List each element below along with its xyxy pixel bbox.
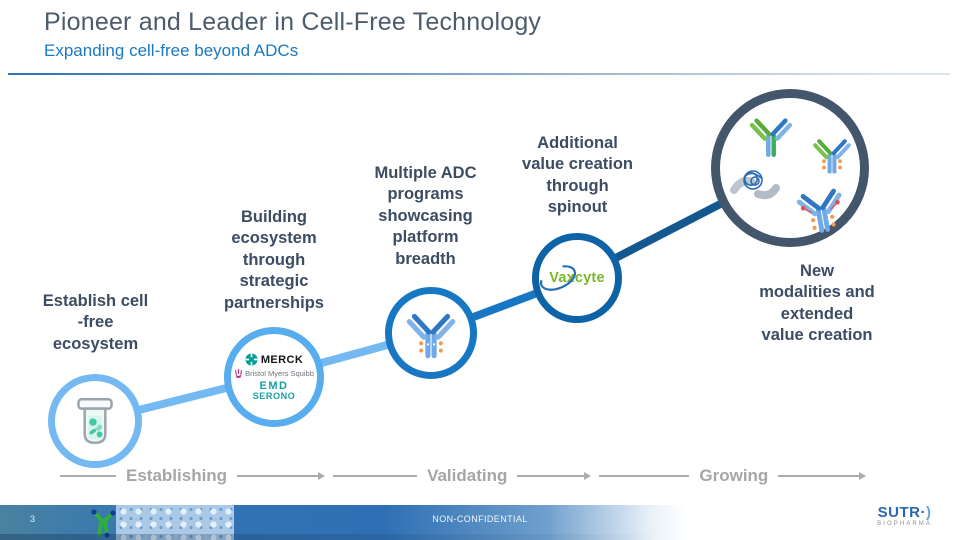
- stage-label-establishing: Establishing: [126, 466, 228, 485]
- stage-line: [60, 475, 116, 477]
- node-circle-new-modalities: [711, 89, 869, 247]
- emd-logo-line1: EMD: [259, 380, 289, 392]
- node-label-spinout: Additional value creation through spinou…: [522, 134, 633, 217]
- node-label-ecosystem: Establish cell -free ecosystem: [42, 292, 149, 353]
- beaker-icon: [77, 398, 113, 444]
- page-title: Pioneer and Leader in Cell-Free Technolo…: [44, 8, 542, 36]
- emd-logo-line2: SERONO: [252, 391, 296, 401]
- footer-bar: 3: [0, 505, 700, 540]
- antibody-payload-icon: [796, 188, 842, 233]
- node-circle-ecosystem: [48, 374, 142, 468]
- antibody-green-conjugate-icon: [813, 139, 851, 174]
- sutro-logo-paren: ): [925, 504, 932, 521]
- protein-icon: [730, 170, 780, 200]
- merck-icon: [245, 353, 258, 366]
- arrow-right-icon: [778, 472, 867, 480]
- bms-logo-text: Bristol Myers Squibb: [245, 369, 314, 378]
- emd-serono-logo: EMD SERONO: [253, 381, 296, 401]
- node-label-new-modalities: New modalities and extended value creati…: [759, 262, 875, 345]
- antibody-green-icon: [749, 118, 793, 158]
- vaxcyte-swoosh-icon: [539, 265, 577, 291]
- node-label-adc-programs: Multiple ADC programs showcasing platfor…: [374, 164, 477, 268]
- page-subtitle: Expanding cell-free beyond ADCs: [44, 41, 299, 60]
- bristol-myers-squibb-logo: Bristol Myers Squibb: [234, 368, 314, 379]
- page-number: 3: [30, 514, 36, 524]
- stage-label-growing: Growing: [699, 466, 769, 485]
- sutro-logo-dot: ·: [920, 504, 926, 521]
- bms-hand-icon: [235, 368, 243, 378]
- footer-antibody-icon: [91, 509, 116, 538]
- node-circle-partnerships: MERCK Bristol Myers Squibb EMD SERONO: [224, 327, 324, 427]
- vaxcyte-logo-text: Vaxcyte: [549, 270, 605, 286]
- node-circle-spinout: Vaxcyte: [532, 233, 622, 323]
- header-divider: [8, 73, 950, 75]
- confidentiality-label: NON-CONFIDENTIAL: [432, 514, 528, 524]
- vaxcyte-logo: Vaxcyte: [539, 265, 615, 291]
- sutro-logo-text: SUTR: [877, 504, 921, 521]
- merck-logo: MERCK: [245, 353, 303, 366]
- sutro-biopharma-logo: SUTR·) BIOPHARMA: [877, 505, 932, 527]
- stage-line: [599, 475, 690, 477]
- sutro-logo-subtext: BIOPHARMA: [877, 521, 932, 527]
- sutro-logo-wordmark: SUTR·): [877, 505, 932, 520]
- stage-line: [333, 475, 418, 477]
- stage-row: Establishing Validating Growing: [60, 466, 908, 486]
- arrow-right-icon: [517, 472, 592, 480]
- arrow-right-icon: [237, 472, 326, 480]
- node-label-partnerships: Building ecosystem through strategic par…: [224, 208, 324, 312]
- antibody-icon: [406, 313, 456, 359]
- merck-logo-text: MERCK: [260, 353, 304, 366]
- stage-label-validating: Validating: [427, 466, 508, 485]
- node-circle-adc-programs: [385, 287, 477, 379]
